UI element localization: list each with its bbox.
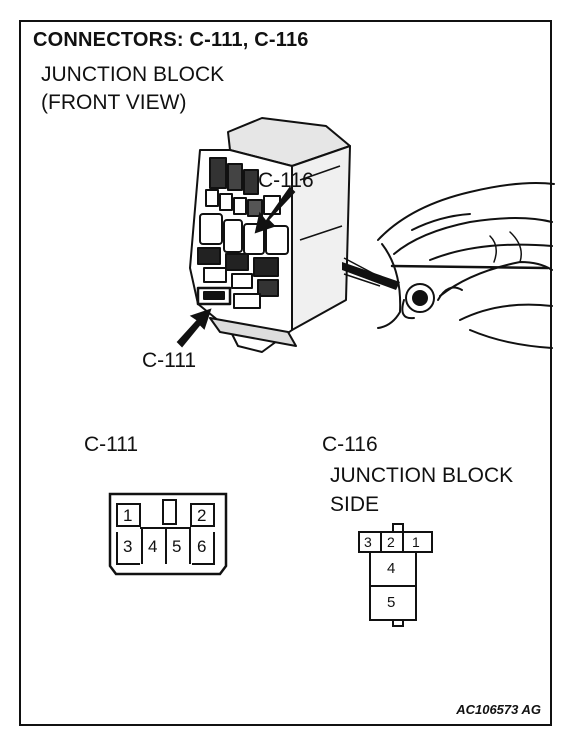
c116-label: C-116 — [322, 433, 378, 456]
c116-pin-4: 4 — [387, 560, 396, 577]
junction-block-drawing — [189, 117, 351, 353]
callout-c116: C-116 — [258, 169, 314, 192]
c116-pin-3: 3 — [364, 534, 372, 550]
c116-pin-5: 5 — [387, 594, 396, 611]
c116-connector-face — [358, 523, 433, 627]
dashboard-drawing — [377, 182, 555, 349]
figure-title: CONNECTORS: C-111, C-116 — [33, 29, 309, 51]
c111-pin-4: 4 — [148, 537, 158, 556]
c111-pin-5: 5 — [172, 537, 182, 556]
subtitle-line-2: (FRONT VIEW) — [41, 91, 187, 114]
c116-pin-1: 1 — [412, 534, 420, 550]
figure-code: AC106573 AG — [456, 702, 541, 717]
arrow-c111 — [176, 308, 212, 348]
c116-pin-2: 2 — [387, 534, 395, 550]
c111-pin-6: 6 — [197, 537, 207, 556]
c111-pin-1: 1 — [123, 506, 133, 525]
c116-side-label-2: SIDE — [330, 493, 380, 516]
c111-connector-face — [108, 492, 228, 576]
c116-side-label-1: JUNCTION BLOCK — [330, 464, 514, 487]
c111-pin-3: 3 — [123, 537, 133, 556]
figure-frame — [19, 20, 552, 726]
location-arrow — [342, 257, 400, 290]
callout-c111: C-111 — [142, 349, 197, 372]
arrow-c116 — [254, 186, 296, 234]
c111-pin-2: 2 — [197, 506, 207, 525]
c111-label: C-111 — [84, 433, 139, 456]
subtitle-line-1: JUNCTION BLOCK — [41, 63, 225, 86]
